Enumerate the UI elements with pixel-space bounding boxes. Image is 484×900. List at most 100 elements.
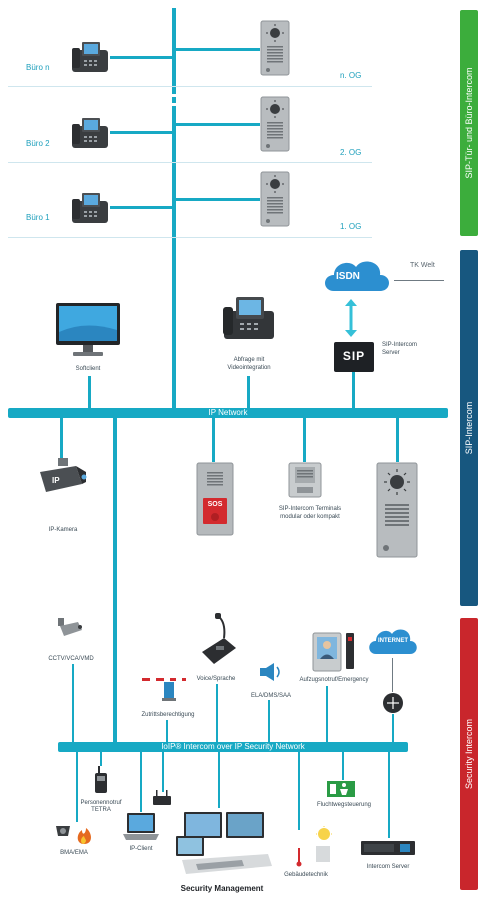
aufzug-link — [326, 686, 328, 744]
sidebar-sip-intercom: SIP-Intercom — [460, 250, 478, 606]
security-trunk-line — [113, 418, 117, 748]
ela-link — [268, 700, 270, 744]
cctv-label: CCTV/VCA/VMD — [48, 656, 94, 662]
sos-terminal-icon — [196, 462, 234, 536]
management-link — [218, 752, 220, 808]
office-n-link — [110, 56, 172, 59]
emergency-exit-sign-icon — [327, 781, 355, 797]
ip-client-label: IP-Client — [129, 846, 153, 852]
softclient-monitor-icon — [56, 303, 120, 356]
video-phone-link — [247, 376, 250, 409]
server-to-network-link — [352, 372, 355, 409]
cctv-camera-icon — [58, 618, 82, 636]
isdn-label: ISDN — [336, 271, 360, 282]
tk-welt-label: TK Welt — [410, 262, 435, 269]
intercom-server-label: Intercom Server — [366, 864, 410, 870]
sip-server-logo: SIP — [342, 349, 366, 363]
ip-client-link — [140, 752, 142, 812]
router-link — [392, 714, 394, 744]
terminals-label-1: SIP-Intercom Terminals — [278, 506, 342, 512]
sos-label: SOS — [207, 501, 223, 508]
sip-server-label-2: Server — [382, 350, 400, 356]
desk-phone-icon — [72, 42, 108, 72]
voice-label: Voice/Sprache — [196, 676, 236, 682]
voice-link — [216, 684, 218, 744]
fire-alarm-icon — [56, 826, 91, 844]
isdn-cloud-icon — [325, 261, 389, 291]
desk-phone-icon — [72, 193, 108, 223]
security-management-title: Security Management — [180, 884, 264, 893]
router-icon — [383, 693, 403, 713]
door-2-link — [176, 123, 260, 126]
sidebar-bottom-label: Security Intercom — [464, 718, 474, 790]
sip-server-box — [334, 342, 374, 372]
tk-welt-link — [394, 280, 444, 281]
floor-label-2: 2. OG — [340, 148, 362, 157]
ip-camera-ip-mark: IP — [52, 476, 60, 485]
ip-network-bar: IP Network — [8, 408, 448, 418]
modular-terminal-icon — [288, 462, 322, 498]
softclient-label: Softclient — [75, 366, 101, 372]
ip-camera-icon — [40, 458, 87, 492]
floor-line-1 — [8, 237, 372, 238]
door-intercom-icon — [260, 20, 290, 76]
internet-label: INTERNET — [378, 638, 408, 644]
gebaude-link — [298, 752, 300, 830]
security-network-label: IoIP® Intercom over IP Security Network — [161, 742, 305, 751]
ela-label: ELA/DMS/SAA — [250, 693, 291, 699]
backbone-gap-marker — [170, 94, 178, 97]
antenna-device-icon — [153, 790, 171, 805]
antenna-link — [162, 752, 164, 792]
flucht-label: Fluchtwegsteuerung — [316, 802, 372, 808]
sidebar-security-intercom: Security Intercom — [460, 618, 478, 890]
intercom-server-icon — [361, 841, 415, 855]
ip-network-label: IP Network — [208, 408, 248, 417]
sos-terminal-link — [212, 418, 215, 462]
ip-client-laptop-icon — [123, 813, 159, 840]
floor-label-1: 1. OG — [340, 222, 362, 231]
zutritt-label: Zutrittsberechtigung — [141, 712, 195, 718]
personen-link — [100, 752, 102, 766]
aufzug-label: Aufzugsnotruf/Emergency — [299, 677, 369, 683]
intercom-server-link — [388, 752, 390, 838]
softclient-link — [88, 376, 91, 409]
elevator-emergency-icon — [312, 632, 354, 672]
sip-server-label-1: SIP-Intercom — [382, 342, 418, 348]
gebaude-label: Gebäudetechnik — [284, 872, 328, 878]
internet-link — [392, 658, 393, 692]
cctv-link — [72, 664, 74, 744]
backbone-gap-marker — [170, 103, 178, 106]
terminals-label-2: modular oder kompakt — [280, 514, 340, 520]
floor-label-n: n. OG — [340, 71, 362, 80]
compact-terminal-icon — [376, 462, 418, 558]
flucht-link — [342, 752, 344, 780]
office-label-n: Büro n — [26, 63, 50, 72]
zutritt-link — [166, 720, 168, 744]
ip-camera-link — [60, 418, 63, 458]
security-network-bar: IoIP® Intercom over IP Security Network — [58, 742, 408, 752]
office-2-link — [110, 131, 172, 134]
bidirectional-arrow-icon — [345, 299, 357, 337]
door-n-link — [176, 48, 260, 51]
office-label-2: Büro 2 — [26, 139, 50, 148]
desk-phone-icon — [72, 118, 108, 148]
door-intercom-icon — [260, 171, 290, 227]
floor-line-2 — [8, 162, 372, 163]
sidebar-top-label: SIP-Tür- und Büro-Intercom — [464, 67, 474, 179]
personen-label-1: Personennotruf — [80, 800, 122, 806]
speaker-icon — [260, 663, 280, 681]
abfrage-label-1: Abfrage mit — [233, 357, 265, 363]
internet-cloud-icon — [369, 629, 417, 654]
building-tech-icon — [296, 826, 332, 867]
compact-terminal-link — [396, 418, 399, 462]
office-1-link — [110, 206, 172, 209]
video-phone-icon — [223, 297, 274, 339]
management-workstation-icon — [176, 812, 272, 874]
access-barrier-icon — [142, 678, 186, 701]
sidebar-sip-tuer-buero-intercom: SIP-Tür- und Büro-Intercom — [460, 10, 478, 236]
modular-terminal-link — [303, 418, 306, 462]
ip-kamera-label: IP-Kamera — [48, 527, 78, 533]
bma-link — [76, 752, 78, 822]
abfrage-label-2: Videointegration — [227, 365, 271, 371]
main-backbone-line — [172, 8, 176, 413]
